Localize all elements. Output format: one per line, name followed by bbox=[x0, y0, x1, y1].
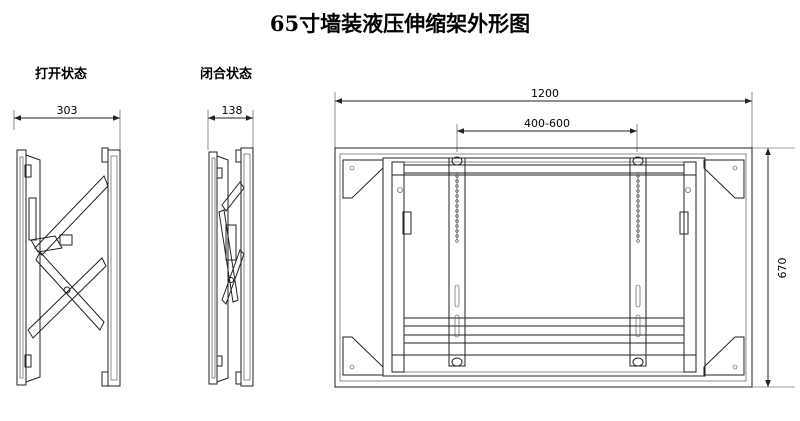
front-view: 1200 400-600 670 bbox=[334, 87, 795, 388]
mounting-hole bbox=[455, 174, 459, 178]
mounting-hole bbox=[455, 179, 459, 183]
mounting-hole bbox=[636, 214, 640, 218]
mounting-hole bbox=[455, 229, 459, 233]
mounting-hole bbox=[455, 194, 459, 198]
mounting-hole bbox=[455, 214, 459, 218]
mounting-hole bbox=[636, 219, 640, 223]
mounting-hole bbox=[636, 229, 640, 233]
mounting-hole bbox=[455, 184, 459, 188]
closed-state-label: 闭合状态 bbox=[200, 67, 253, 82]
mounting-hole bbox=[636, 179, 640, 183]
mounting-hole bbox=[636, 234, 640, 238]
mounting-hole bbox=[636, 224, 640, 228]
mounting-hole bbox=[636, 204, 640, 208]
mounting-hole bbox=[636, 189, 640, 193]
drawing-title: 65寸墙装液压伸缩架外形图 bbox=[269, 11, 531, 36]
mounting-hole bbox=[455, 219, 459, 223]
mounting-hole bbox=[455, 234, 459, 238]
open-state-label: 打开状态 bbox=[35, 67, 88, 82]
mounting-hole bbox=[636, 199, 640, 203]
front-height-dim: 670 bbox=[776, 258, 789, 279]
front-width-dim: 1200 bbox=[531, 87, 559, 100]
mounting-hole bbox=[455, 199, 459, 203]
mounting-hole bbox=[636, 194, 640, 198]
mount-span-dim: 400-600 bbox=[524, 117, 570, 130]
open-state-view: 303 bbox=[13, 104, 121, 387]
mounting-hole bbox=[636, 239, 640, 243]
mounting-hole bbox=[455, 189, 459, 193]
mounting-hole bbox=[636, 209, 640, 213]
mounting-hole bbox=[455, 204, 459, 208]
mounting-hole bbox=[636, 184, 640, 188]
mounting-hole bbox=[455, 224, 459, 228]
mounting-hole bbox=[636, 174, 640, 178]
mounting-hole bbox=[455, 239, 459, 243]
closed-state-view: 138 bbox=[207, 104, 254, 387]
closed-width-dim: 138 bbox=[222, 104, 243, 117]
open-width-dim: 303 bbox=[57, 104, 78, 117]
mounting-hole bbox=[455, 209, 459, 213]
